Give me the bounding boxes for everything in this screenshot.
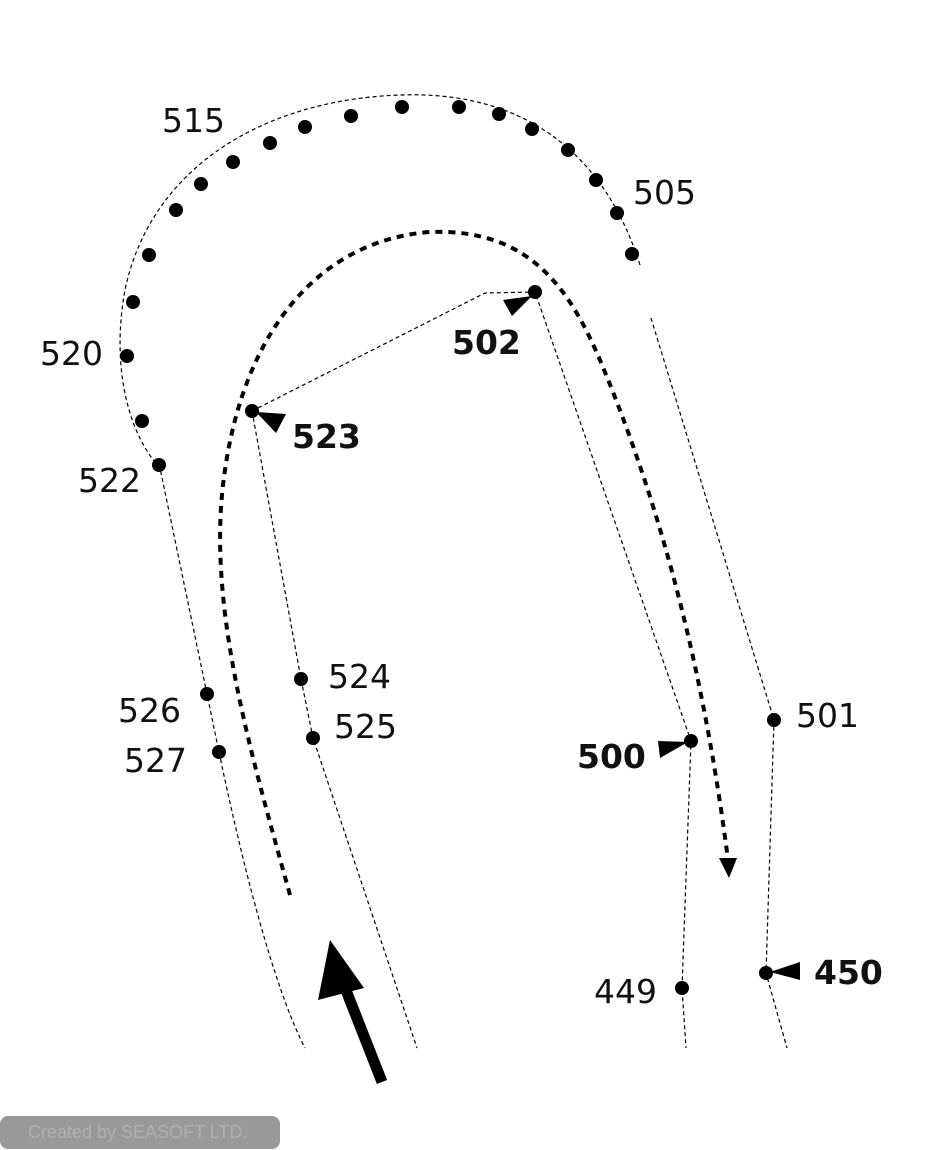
- pointer-500-icon: [658, 741, 688, 758]
- mark-500-label: 500: [577, 737, 646, 776]
- mark-515-label: 515: [162, 101, 225, 140]
- buoy-marker: [226, 155, 240, 169]
- mark-525-label: 525: [334, 707, 397, 746]
- mark-526-label: 526: [118, 691, 181, 730]
- waypoint-marker: [767, 713, 781, 727]
- mark-523-label: 523: [292, 417, 361, 456]
- buoy-marker: [589, 173, 603, 187]
- mark-505-label: 505: [633, 173, 696, 212]
- buoy-marker: [194, 177, 208, 191]
- pointer-523-icon: [256, 412, 286, 433]
- credit-badge: Created by SEASOFT LTD.: [0, 1116, 280, 1149]
- waypoint-marker: [245, 404, 259, 418]
- buoy-marker: [525, 122, 539, 136]
- buoy-marker: [344, 109, 358, 123]
- direction-arrow-icon: [318, 940, 388, 1085]
- buoy-marker: [263, 136, 277, 150]
- buoy-marker: [169, 203, 183, 217]
- mark-502-label: 502: [452, 323, 521, 362]
- pointer-450-icon: [770, 962, 800, 980]
- outer-left-boundary-line: [119, 94, 641, 1049]
- route-dotted-path: [218, 229, 730, 896]
- inner-left-boundary-line: [251, 410, 418, 1049]
- waypoint-marker: [200, 687, 214, 701]
- waypoint-marker: [759, 966, 773, 980]
- waypoint-marker: [306, 731, 320, 745]
- buoy-marker: [610, 206, 624, 220]
- mark-522-label: 522: [78, 461, 141, 500]
- route-arrowhead-icon: [719, 858, 737, 878]
- buoy-marker: [142, 248, 156, 262]
- buoy-marker: [135, 414, 149, 428]
- outer-right-boundary-line: [650, 317, 788, 1049]
- buoy-marker: [120, 349, 134, 363]
- mark-501-label: 501: [796, 696, 859, 735]
- buoy-marker: [395, 100, 409, 114]
- buoy-marker: [625, 247, 639, 261]
- mark-520-label: 520: [40, 334, 103, 373]
- mark-524-label: 524: [328, 657, 391, 696]
- pointer-502-icon: [503, 296, 532, 316]
- buoy-marker: [492, 107, 506, 121]
- mark-449-label: 449: [594, 972, 657, 1011]
- turn-leg-line: [251, 291, 692, 1049]
- waypoint-marker: [684, 734, 698, 748]
- waypoint-marker: [212, 745, 226, 759]
- buoy-marker: [152, 458, 166, 472]
- buoy-marker: [126, 295, 140, 309]
- mark-450-label: 450: [814, 953, 883, 992]
- buoy-marker: [298, 120, 312, 134]
- waypoint-marker: [294, 672, 308, 686]
- buoy-marker: [561, 143, 575, 157]
- mark-527-label: 527: [124, 741, 187, 780]
- waypoint-marker: [675, 981, 689, 995]
- waypoint-marker: [528, 285, 542, 299]
- buoy-marker: [452, 100, 466, 114]
